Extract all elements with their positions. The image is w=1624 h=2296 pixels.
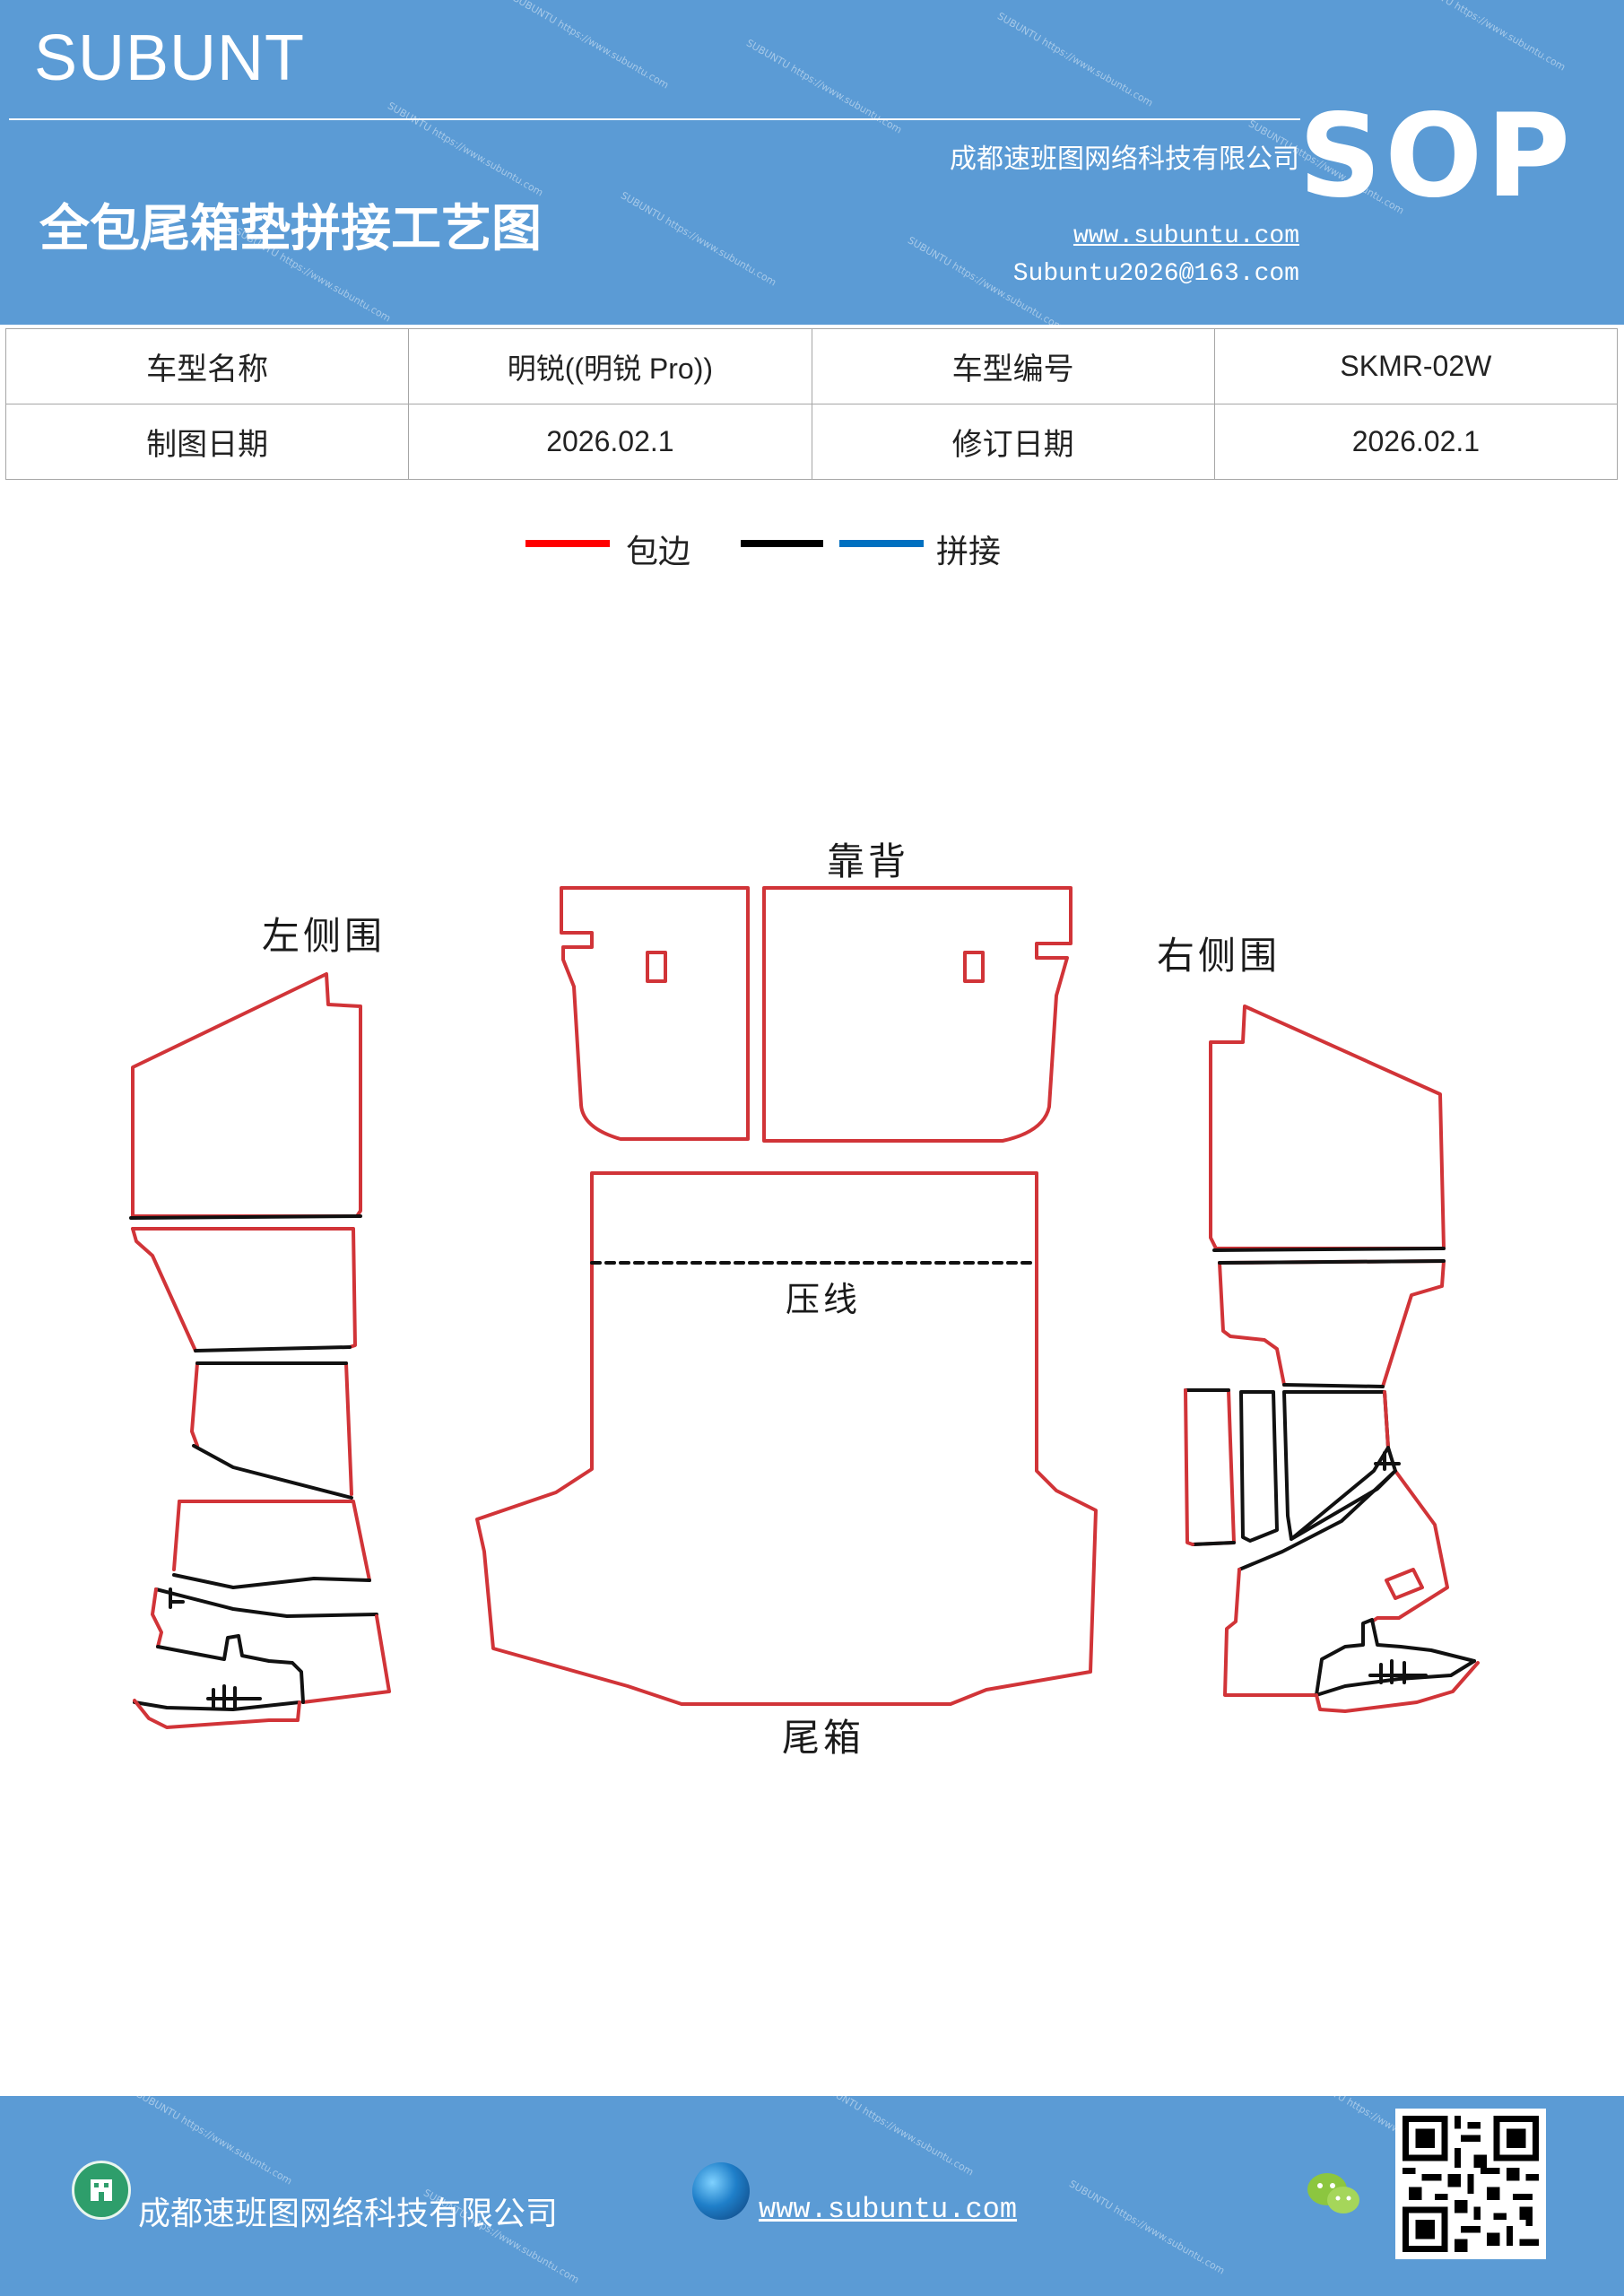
right-side-piece-4-left <box>1223 1568 1318 1697</box>
footer-company-name: 成都速班图网络科技有限公司 <box>138 2196 559 2232</box>
trunk-mat-diagram: 靠背 左侧围 右侧围 压线 尾箱 <box>129 839 1480 1760</box>
watermark: SUBUNTU https://www.subuntu.com <box>511 0 671 91</box>
left-side-mark-1 <box>169 1587 185 1609</box>
revision-date-label: 修订日期 <box>811 404 1215 480</box>
label-left-side: 左侧围 <box>262 914 386 958</box>
right-side-mark-1 <box>1374 1451 1401 1471</box>
table-row: 车型名称 明锐((明锐 Pro)) 车型编号 SKMR-02W <box>4 328 1619 404</box>
left-side-top-piece <box>131 972 362 1218</box>
right-side-piece-2-left <box>1218 1261 1286 1387</box>
right-side-small-panel-2 <box>1239 1390 1279 1543</box>
left-side-seam-1 <box>129 1214 362 1220</box>
right-side-piece-3-right <box>1383 1390 1390 1449</box>
watermark: SUBUNTU https://www.subuntu.com <box>744 37 904 136</box>
left-side-seam-8 <box>133 1700 301 1711</box>
model-code-value: SKMR-02W <box>1213 328 1619 404</box>
right-side-small-panel-1-left <box>1184 1388 1194 1546</box>
left-side-piece-4-edge <box>172 1500 181 1571</box>
label-trunk: 尾箱 <box>782 1716 864 1760</box>
right-side-seam-6 <box>1315 1618 1476 1697</box>
left-side-piece-3-edge <box>190 1361 199 1448</box>
right-side-piece-3 <box>1282 1390 1390 1541</box>
right-side-seam-3 <box>1282 1383 1385 1388</box>
backrest-right-panel <box>762 886 1073 1143</box>
brand-logo-text: SUBUNT <box>34 22 306 94</box>
watermark: SUBUNTU https://www.subuntu.com <box>816 2096 976 2179</box>
model-name-value: 明锐((明锐 Pro)) <box>408 328 812 404</box>
right-side-mark-2 <box>1368 1659 1428 1684</box>
table-row: 制图日期 2026.02.1 修订日期 2026.02.1 <box>4 404 1619 480</box>
right-side-seam-7 <box>1315 1659 1476 1697</box>
model-code-label: 车型编号 <box>811 328 1215 404</box>
backrest-right-slot <box>963 951 985 983</box>
header-divider <box>9 118 1300 120</box>
vehicle-info-table: 车型名称 明锐((明锐 Pro)) 车型编号 SKMR-02W 制图日期 202… <box>4 328 1619 480</box>
company-building-icon <box>72 2161 131 2220</box>
right-side-piece-2 <box>1218 1259 1446 1388</box>
right-side-seam-1 <box>1212 1247 1446 1252</box>
drawing-date-label: 制图日期 <box>4 404 410 480</box>
left-side-piece-2-edge <box>131 1227 197 1352</box>
right-side-small-panel-1-edge <box>1184 1388 1236 1546</box>
left-side-piece-2 <box>131 1227 357 1349</box>
header-company-name: 成都速班图网络科技有限公司 <box>950 144 1299 175</box>
drawing-date-value: 2026.02.1 <box>408 404 812 480</box>
page-header: SUBUNTU https://www.subuntu.com SUBUNTU … <box>0 0 1624 325</box>
globe-icon <box>692 2162 750 2220</box>
legend-swatch-binding <box>525 540 610 547</box>
qr-code-icon[interactable] <box>1395 2109 1546 2259</box>
footer-website-link[interactable]: www.subuntu.com <box>759 2193 1018 2226</box>
left-side-piece-4 <box>178 1500 371 1582</box>
revision-date-value: 2026.02.1 <box>1213 404 1619 480</box>
right-side-piece-4 <box>1370 1469 1449 1623</box>
page-footer: SUBUNTU https://www.subuntu.com SUBUNTU … <box>0 2096 1624 2296</box>
watermark: SUBUNTU https://www.subuntu.com <box>135 2096 294 2187</box>
right-side-seam-5 <box>1238 1469 1397 1571</box>
line-legend: 包边 拼接 <box>0 520 1624 574</box>
left-side-seam-7 <box>156 1634 305 1704</box>
watermark: SUBUNTU https://www.subuntu.com <box>995 10 1155 109</box>
watermark: SUBUNTU https://www.subuntu.com <box>619 189 778 289</box>
legend-label-seam: 拼接 <box>936 534 1002 570</box>
wechat-icon[interactable] <box>1302 2166 1365 2220</box>
document-title: 全包尾箱垫拼接工艺图 <box>39 199 542 258</box>
left-side-seam-4 <box>192 1444 353 1500</box>
label-backrest: 靠背 <box>827 839 909 883</box>
watermark: SUBUNTU https://www.subuntu.com <box>386 100 545 199</box>
right-side-bottom-piece <box>1315 1661 1480 1713</box>
watermark: SUBUNTU https://www.subuntu.com <box>1408 0 1568 74</box>
right-side-top-piece <box>1209 1004 1446 1250</box>
label-crease: 压线 <box>786 1280 861 1319</box>
left-side-seam-6 <box>154 1587 378 1618</box>
backrest-left-slot <box>646 951 667 983</box>
legend-swatch-black <box>741 540 823 547</box>
legend-label-binding: 包边 <box>626 534 691 570</box>
left-side-piece-3 <box>195 1361 353 1496</box>
left-side-seam-5 <box>172 1573 371 1589</box>
header-website-link[interactable]: www.subuntu.com <box>1073 222 1299 250</box>
header-email[interactable]: Subuntu2026@163.com <box>1012 260 1299 288</box>
left-side-mark-2 <box>206 1684 262 1709</box>
right-side-small-panel-1 <box>1184 1388 1236 1546</box>
label-right-side: 右侧围 <box>1157 934 1281 978</box>
sop-badge: SOP <box>1298 90 1574 223</box>
watermark: SUBUNTU https://www.subuntu.com <box>1067 2178 1227 2277</box>
left-side-bottom-piece <box>133 1699 301 1729</box>
right-side-seam-2 <box>1218 1259 1446 1265</box>
trunk-main-panel <box>475 1171 1098 1706</box>
left-side-piece-5-left <box>151 1587 163 1648</box>
model-name-label: 车型名称 <box>4 328 410 404</box>
left-side-piece-5 <box>301 1614 391 1704</box>
legend-swatch-seam <box>839 540 924 547</box>
left-side-seam-2 <box>194 1345 352 1352</box>
backrest-left-panel <box>560 886 750 1141</box>
right-side-piece-4-tab <box>1385 1568 1424 1600</box>
